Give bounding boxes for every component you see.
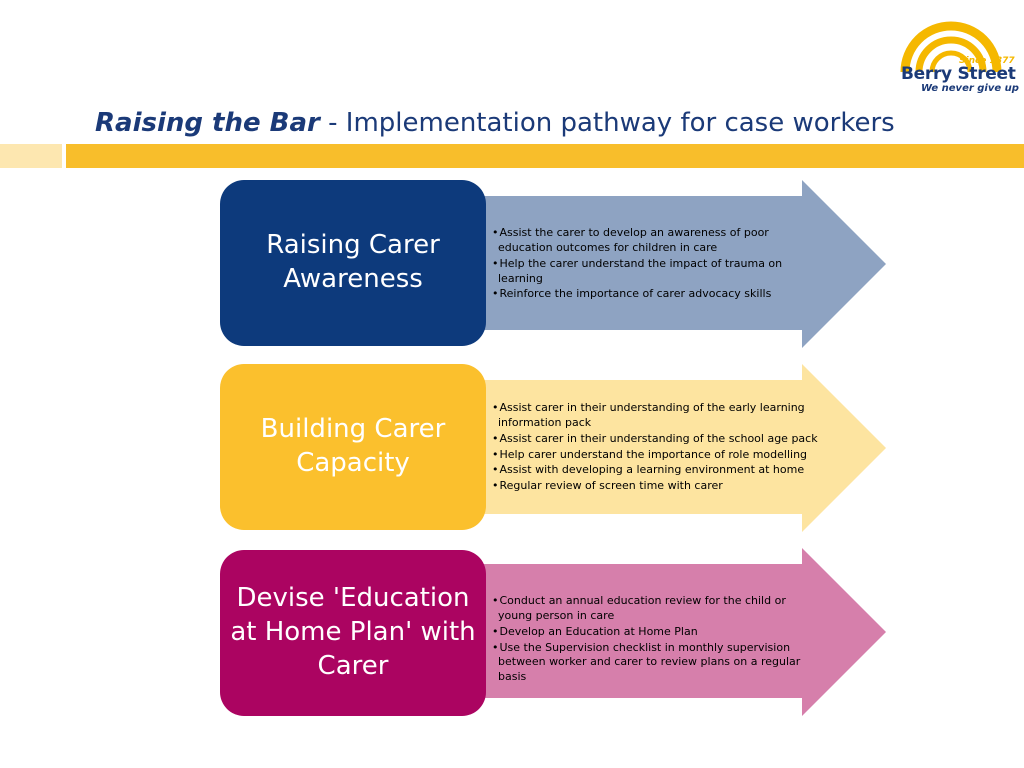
bullet-item: Assist the carer to develop an awareness… bbox=[490, 226, 820, 256]
slide-title: Raising the Bar - Implementation pathway… bbox=[95, 108, 895, 138]
stage-bullets: Conduct an annual education review for t… bbox=[490, 594, 820, 686]
stage-box: Building Carer Capacity bbox=[220, 364, 486, 530]
logo-brand-name: Berry Street bbox=[901, 64, 1016, 84]
bullet-item: Help the carer understand the impact of … bbox=[490, 257, 820, 287]
stage-row: Devise 'Education at Home Plan' with Car… bbox=[0, 548, 1024, 716]
bullet-item: Assist carer in their understanding of t… bbox=[490, 401, 820, 431]
stage-bullets: Assist carer in their understanding of t… bbox=[490, 401, 820, 495]
stage-bullets: Assist the carer to develop an awareness… bbox=[490, 226, 820, 303]
stage-row: Building Carer Capacity Assist carer in … bbox=[0, 364, 1024, 532]
bullet-item: Conduct an annual education review for t… bbox=[490, 594, 820, 624]
slide-title-rest: - Implementation pathway for case worker… bbox=[319, 108, 895, 138]
bullet-item: Regular review of screen time with carer bbox=[490, 479, 820, 494]
title-stripe bbox=[66, 144, 1024, 168]
stage-row: Raising Carer Awareness Assist the carer… bbox=[0, 180, 1024, 348]
bullet-item: Assist carer in their understanding of t… bbox=[490, 432, 820, 447]
bullet-item: Develop an Education at Home Plan bbox=[490, 625, 820, 640]
bullet-item: Use the Supervision checklist in monthly… bbox=[490, 641, 820, 686]
rainbow-arc-icon bbox=[900, 21, 1002, 73]
bullet-item: Help carer understand the importance of … bbox=[490, 448, 820, 463]
logo-tagline: We never give up bbox=[921, 83, 1019, 94]
berry-street-logo: Since 1877 Berry Street We never give up bbox=[895, 14, 1019, 96]
bullet-item: Reinforce the importance of carer advoca… bbox=[490, 287, 820, 302]
logo-since-text: Since 1877 bbox=[959, 56, 1015, 66]
bullet-item: Assist with developing a learning enviro… bbox=[490, 463, 820, 478]
title-stripe-accent bbox=[0, 144, 62, 168]
stage-box: Raising Carer Awareness bbox=[220, 180, 486, 346]
stage-box: Devise 'Education at Home Plan' with Car… bbox=[220, 550, 486, 716]
slide-title-emphasis: Raising the Bar bbox=[95, 108, 320, 138]
